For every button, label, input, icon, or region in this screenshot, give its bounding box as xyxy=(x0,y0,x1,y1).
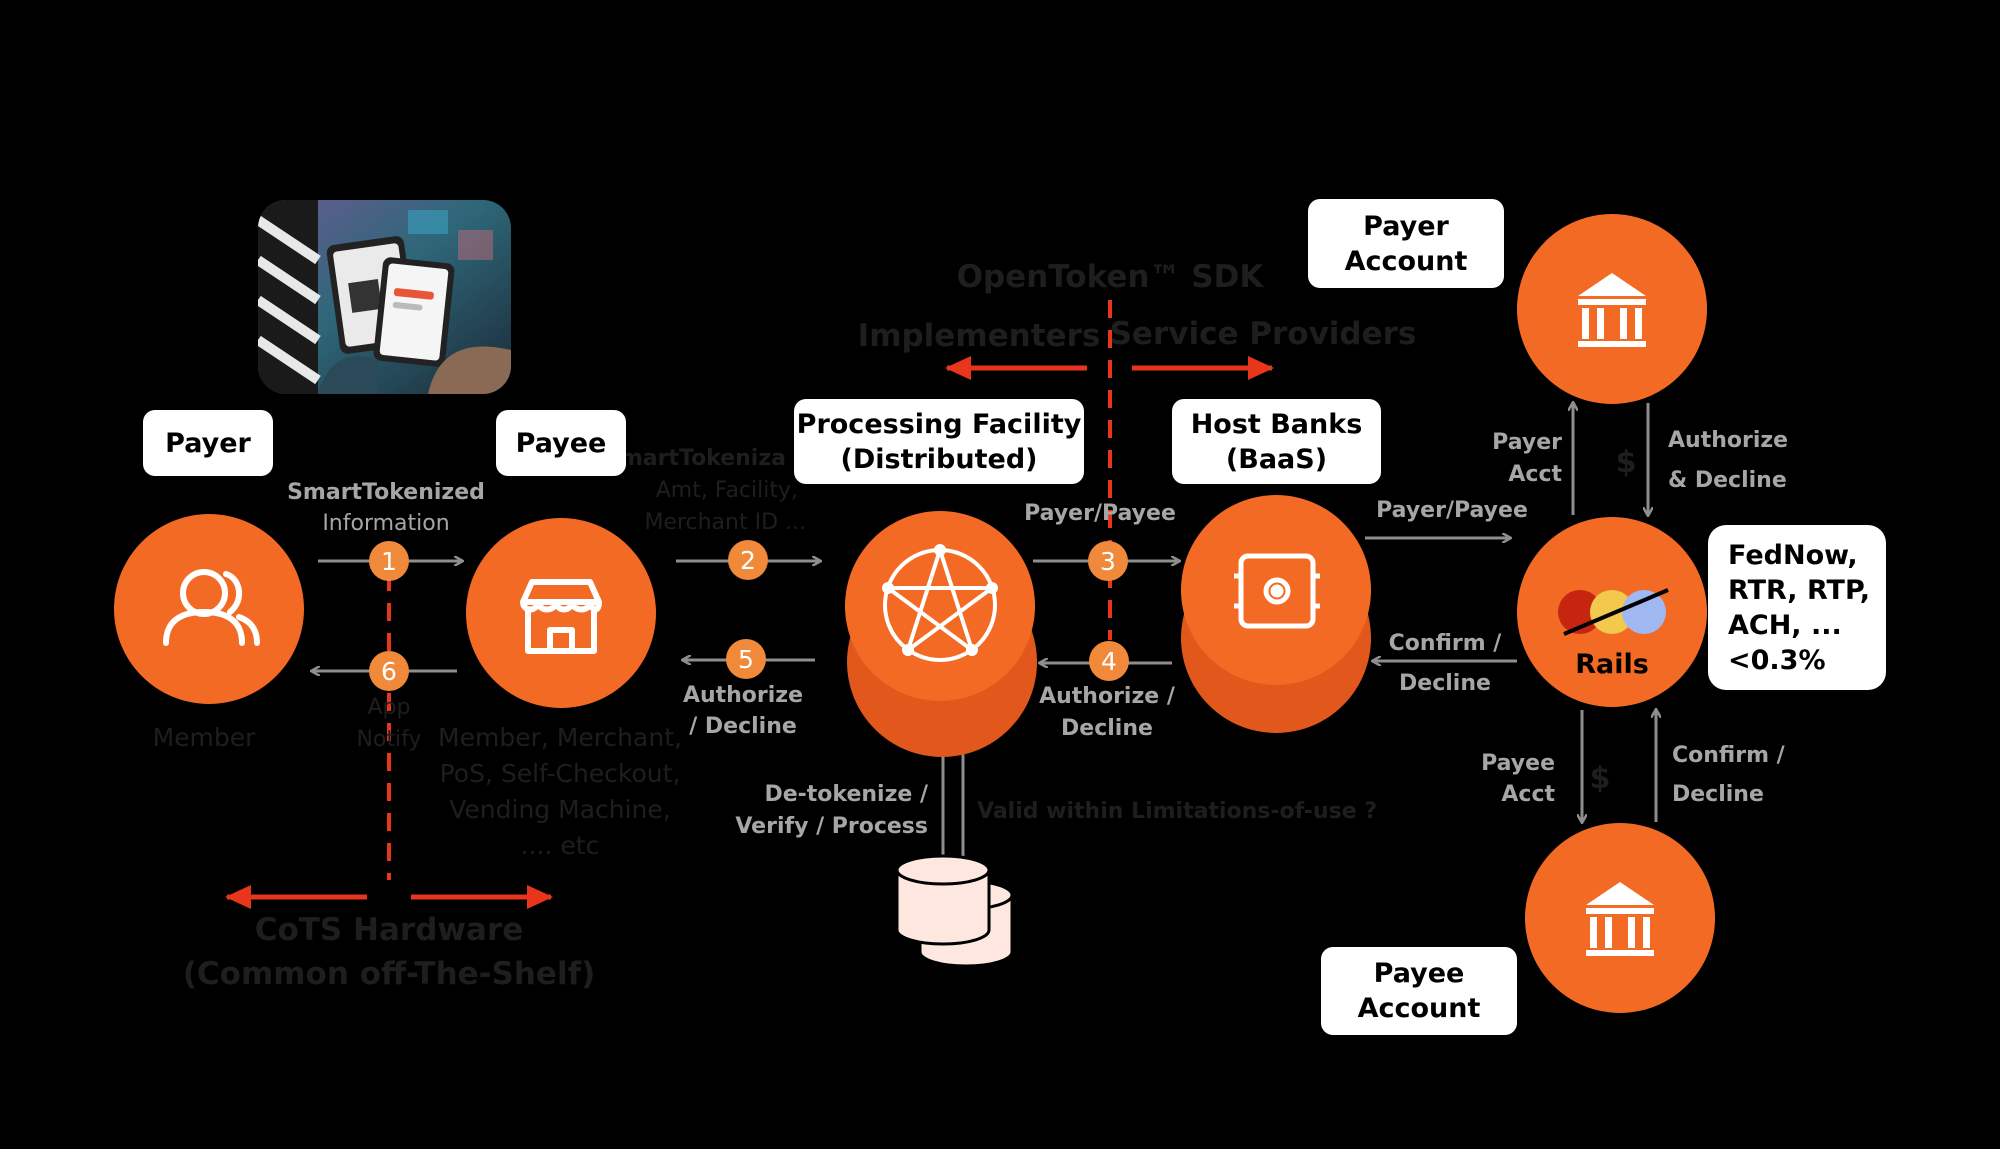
processing-facility-label: Processing Facility (Distributed) xyxy=(794,399,1084,484)
authorize-decline-label-line2: & Decline xyxy=(1668,468,1787,493)
step-badge-4: 4 xyxy=(1089,641,1129,681)
step1-label-line1: SmartTokenized xyxy=(287,480,485,505)
payer-account-label: Payer Account xyxy=(1308,199,1504,288)
payer-acct-label-line1: Payer xyxy=(1492,430,1562,455)
payee-account-label: Payee Account xyxy=(1321,947,1517,1035)
step-badge-2: 2 xyxy=(728,540,768,580)
payee-dollar-sign: $ xyxy=(1590,761,1611,796)
overlapping-circles-icon xyxy=(1558,588,1669,636)
fednow-label: FedNow, RTR, RTP, ACH, ... <0.3% xyxy=(1708,525,1886,690)
member-caption: Member xyxy=(153,723,257,752)
users-icon xyxy=(163,569,260,646)
payee-caption-line3: Vending Machine, xyxy=(449,795,670,824)
cots-title: CoTS Hardware xyxy=(255,912,524,948)
sdk-title: OpenToken™ SDK xyxy=(957,259,1265,295)
member-node xyxy=(114,514,304,704)
database-icon xyxy=(895,854,1014,968)
svg-text:4: 4 xyxy=(1101,647,1117,676)
step5-label-line2: / Decline xyxy=(689,714,797,739)
phone-payment-photo xyxy=(258,200,511,394)
network-star-icon xyxy=(882,544,998,662)
detokenize-label-line1: De-tokenize / xyxy=(764,782,928,807)
step5-label-line1: Authorize xyxy=(683,683,803,708)
bank-icon xyxy=(1578,273,1646,347)
step6-label-line2: Notify xyxy=(356,727,421,752)
payer-dollar-sign: $ xyxy=(1616,445,1637,480)
processing-node xyxy=(845,511,1035,701)
server-gear-icon xyxy=(1234,553,1320,629)
payee-caption-line1: Member, Merchant, xyxy=(438,723,682,752)
svg-text:6: 6 xyxy=(381,657,397,686)
sdk-left-label: Implementers xyxy=(858,318,1101,354)
step-badge-5: 5 xyxy=(726,639,766,679)
hostbank-to-rails-label: Payer/Payee xyxy=(1376,498,1528,523)
payee-acct-label-line1: Payee xyxy=(1481,751,1555,776)
payee-acct-label-line2: Acct xyxy=(1501,782,1555,807)
rails-to-hostbank-label-line1: Confirm / xyxy=(1389,631,1503,656)
payer-bank-node xyxy=(1517,214,1707,404)
storefront-icon xyxy=(520,579,602,654)
detokenize-label-line2: Verify / Process xyxy=(735,814,928,839)
confirm-decline-label-line2: Decline xyxy=(1672,782,1764,807)
step4-label-line1: Authorize / xyxy=(1039,684,1176,709)
step-badge-6: 6 xyxy=(369,651,409,691)
rails-label: Rails xyxy=(1575,649,1649,680)
step2-label-line2: Amt, Facility, xyxy=(656,478,798,503)
payer-label: Payer xyxy=(143,410,273,476)
payee-node xyxy=(466,518,656,708)
step-badge-3: 3 xyxy=(1088,541,1128,581)
payee-caption-line4: .... etc xyxy=(521,831,600,860)
step2-label-line1: SmartTokeniza xyxy=(604,446,786,471)
authorize-decline-label-line1: Authorize xyxy=(1668,428,1788,453)
valid-label: Valid within Limitations-of-use ? xyxy=(977,799,1377,824)
host-banks-label: Host Banks (BaaS) xyxy=(1172,399,1381,484)
step2-label-line3: Merchant ID ... xyxy=(644,510,806,535)
sdk-right-label: Service Providers xyxy=(1110,316,1417,352)
svg-text:5: 5 xyxy=(738,645,754,674)
step-badge-1: 1 xyxy=(369,541,409,581)
cots-subtitle: (Common off-The-Shelf) xyxy=(183,956,596,992)
payee-bank-node xyxy=(1525,823,1715,1013)
svg-text:3: 3 xyxy=(1100,547,1116,576)
step3-label: Payer/Payee xyxy=(1024,501,1176,526)
payer-acct-label-line2: Acct xyxy=(1508,462,1562,487)
payee-caption-line2: PoS, Self-Checkout, xyxy=(440,759,681,788)
rails-to-hostbank-label-line2: Decline xyxy=(1399,671,1491,696)
payee-label: Payee xyxy=(496,410,626,476)
svg-text:2: 2 xyxy=(740,546,756,575)
step6-label-line1: App xyxy=(368,695,411,720)
step1-label-line2: Information xyxy=(322,511,449,536)
confirm-decline-label-line1: Confirm / xyxy=(1672,743,1786,768)
bank-icon xyxy=(1586,882,1654,956)
svg-text:1: 1 xyxy=(381,547,397,576)
step4-label-line2: Decline xyxy=(1061,716,1153,741)
